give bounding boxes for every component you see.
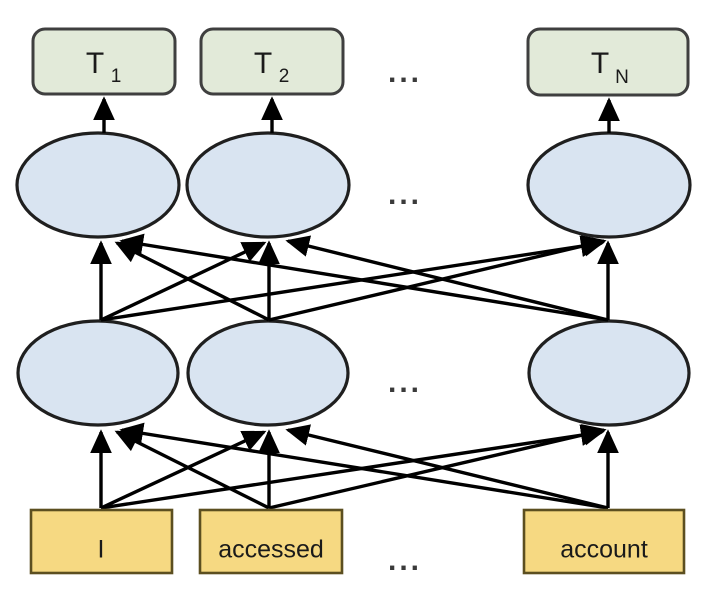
token-box-n[interactable]: account	[522, 508, 686, 575]
edge-tok2-h1-1	[114, 430, 270, 510]
hidden-node-h1-n[interactable]	[527, 319, 691, 427]
edge-tok1-h1-n	[100, 424, 605, 510]
edge-h1-1-h2-2	[100, 241, 267, 322]
token-box-2-shape[interactable]	[198, 508, 344, 575]
edge-h1-n-h2-2	[285, 235, 609, 322]
output-box-T1-subscript: 1	[111, 66, 122, 87]
output-box-T2-base: T	[254, 47, 272, 80]
output-box-T1-base: T	[86, 47, 104, 80]
hidden-node-h1-1[interactable]	[16, 319, 180, 427]
output-box-T2-shape[interactable]	[199, 27, 345, 96]
edge-h1-2-h2-1	[114, 241, 270, 322]
output-box-T1-shape[interactable]	[31, 27, 177, 96]
output-layer-ellipsis: ...	[388, 56, 422, 89]
hidden-layer-2: ...	[15, 131, 692, 239]
edge-h1-n-h2-1	[119, 233, 609, 322]
edge-group-hidden1-to-hidden2	[90, 233, 619, 322]
output-layer: T 1 T 2 T N ...	[31, 27, 690, 97]
token-box-2[interactable]: accessed	[198, 508, 344, 575]
hidden-node-h1-2[interactable]	[186, 319, 350, 427]
output-box-T1[interactable]: T 1	[31, 27, 177, 96]
output-box-T2[interactable]: T 2	[199, 27, 345, 96]
output-box-TN-base: T	[591, 47, 609, 80]
hidden-node-h2-2[interactable]	[185, 131, 351, 239]
edge-h1-1-h2-n	[100, 235, 605, 322]
edge-group-hidden2-to-outputs	[93, 96, 620, 133]
edge-tokn-h1-1	[119, 422, 609, 510]
edge-tokn-h1-2	[285, 424, 609, 510]
input-token-layer-ellipsis: ...	[388, 544, 422, 577]
token-box-n-label: account	[560, 536, 648, 564]
output-box-TN-shape[interactable]	[526, 27, 690, 97]
hidden-layer-1-ellipsis: ...	[388, 366, 422, 399]
edge-group-tokens-to-hidden1	[90, 422, 619, 510]
output-box-T2-subscript: 2	[279, 66, 290, 87]
output-box-TN[interactable]: T N	[526, 27, 690, 97]
input-token-layer: I accessed account ...	[29, 508, 686, 577]
token-box-1-label: I	[98, 536, 105, 564]
hidden-node-h2-1[interactable]	[15, 131, 181, 239]
hidden-node-h2-n[interactable]	[526, 131, 692, 239]
edge-tok2-h1-n	[268, 424, 607, 510]
output-box-TN-subscript: N	[615, 67, 629, 88]
token-box-1-shape[interactable]	[29, 508, 174, 575]
hidden-layer-1: ...	[16, 319, 691, 427]
token-box-2-label: accessed	[218, 536, 324, 564]
token-box-1[interactable]: I	[29, 508, 174, 575]
token-box-n-shape[interactable]	[522, 508, 686, 575]
edge-tok1-h1-2	[100, 430, 267, 510]
edge-h1-2-h2-n	[268, 235, 607, 322]
hidden-layer-2-ellipsis: ...	[388, 178, 422, 211]
